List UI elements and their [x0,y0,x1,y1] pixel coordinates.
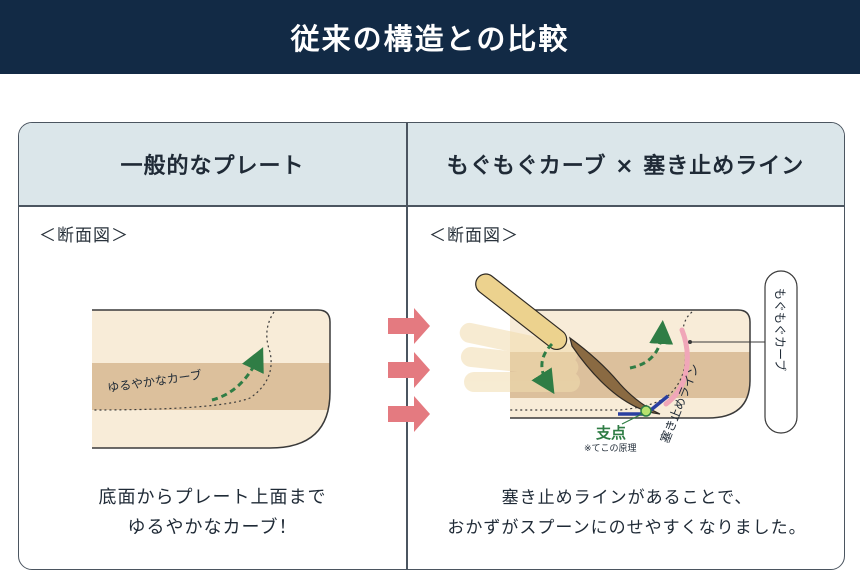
arrow-right-icon [388,308,430,344]
mogumogu-curve-label: もぐもぐカーブ [773,288,788,371]
title-bar: 従来の構造との比較 [0,0,860,74]
spoon-illustration [475,273,661,415]
left-caption: 底面からプレート上面まで ゆるやかなカーブ！ [39,483,386,543]
comparison-arrows [388,308,430,432]
left-section-label: ＜断面図＞ [39,226,129,246]
mogumogu-curve-callout [764,270,798,434]
right-column-heading: もぐもぐカーブ × 塞き止めライン [407,123,844,205]
column-divider [406,123,408,569]
fulcrum-note: ※てこの原理 [584,443,637,454]
arrow-right-icon [388,352,430,388]
standard-plate-section: ゆるやかなカーブ [91,309,331,449]
header-divider [19,205,844,207]
page-title: 従来の構造との比較 [290,22,570,56]
left-caption-line-1: 底面からプレート上面まで [98,487,327,508]
right-caption-line-2: おかずがスプーンにのせやすくなりました。 [447,518,807,538]
left-column-heading: 一般的なプレート [19,123,406,205]
fulcrum-label: 支点 [595,424,626,442]
right-caption-line-1: 塞き止めラインがあることで、 [501,488,753,508]
mogumogu-plate-section: 支点 ※てこの原理 塞き止めライン もぐもぐカーブ [459,270,798,454]
left-caption-line-2: ゆるやかなカーブ！ [127,517,298,538]
arrow-right-icon [388,396,430,432]
right-section-label: ＜断面図＞ [429,226,519,246]
right-caption: 塞き止めラインがあることで、 おかずがスプーンにのせやすくなりました。 [417,483,837,543]
